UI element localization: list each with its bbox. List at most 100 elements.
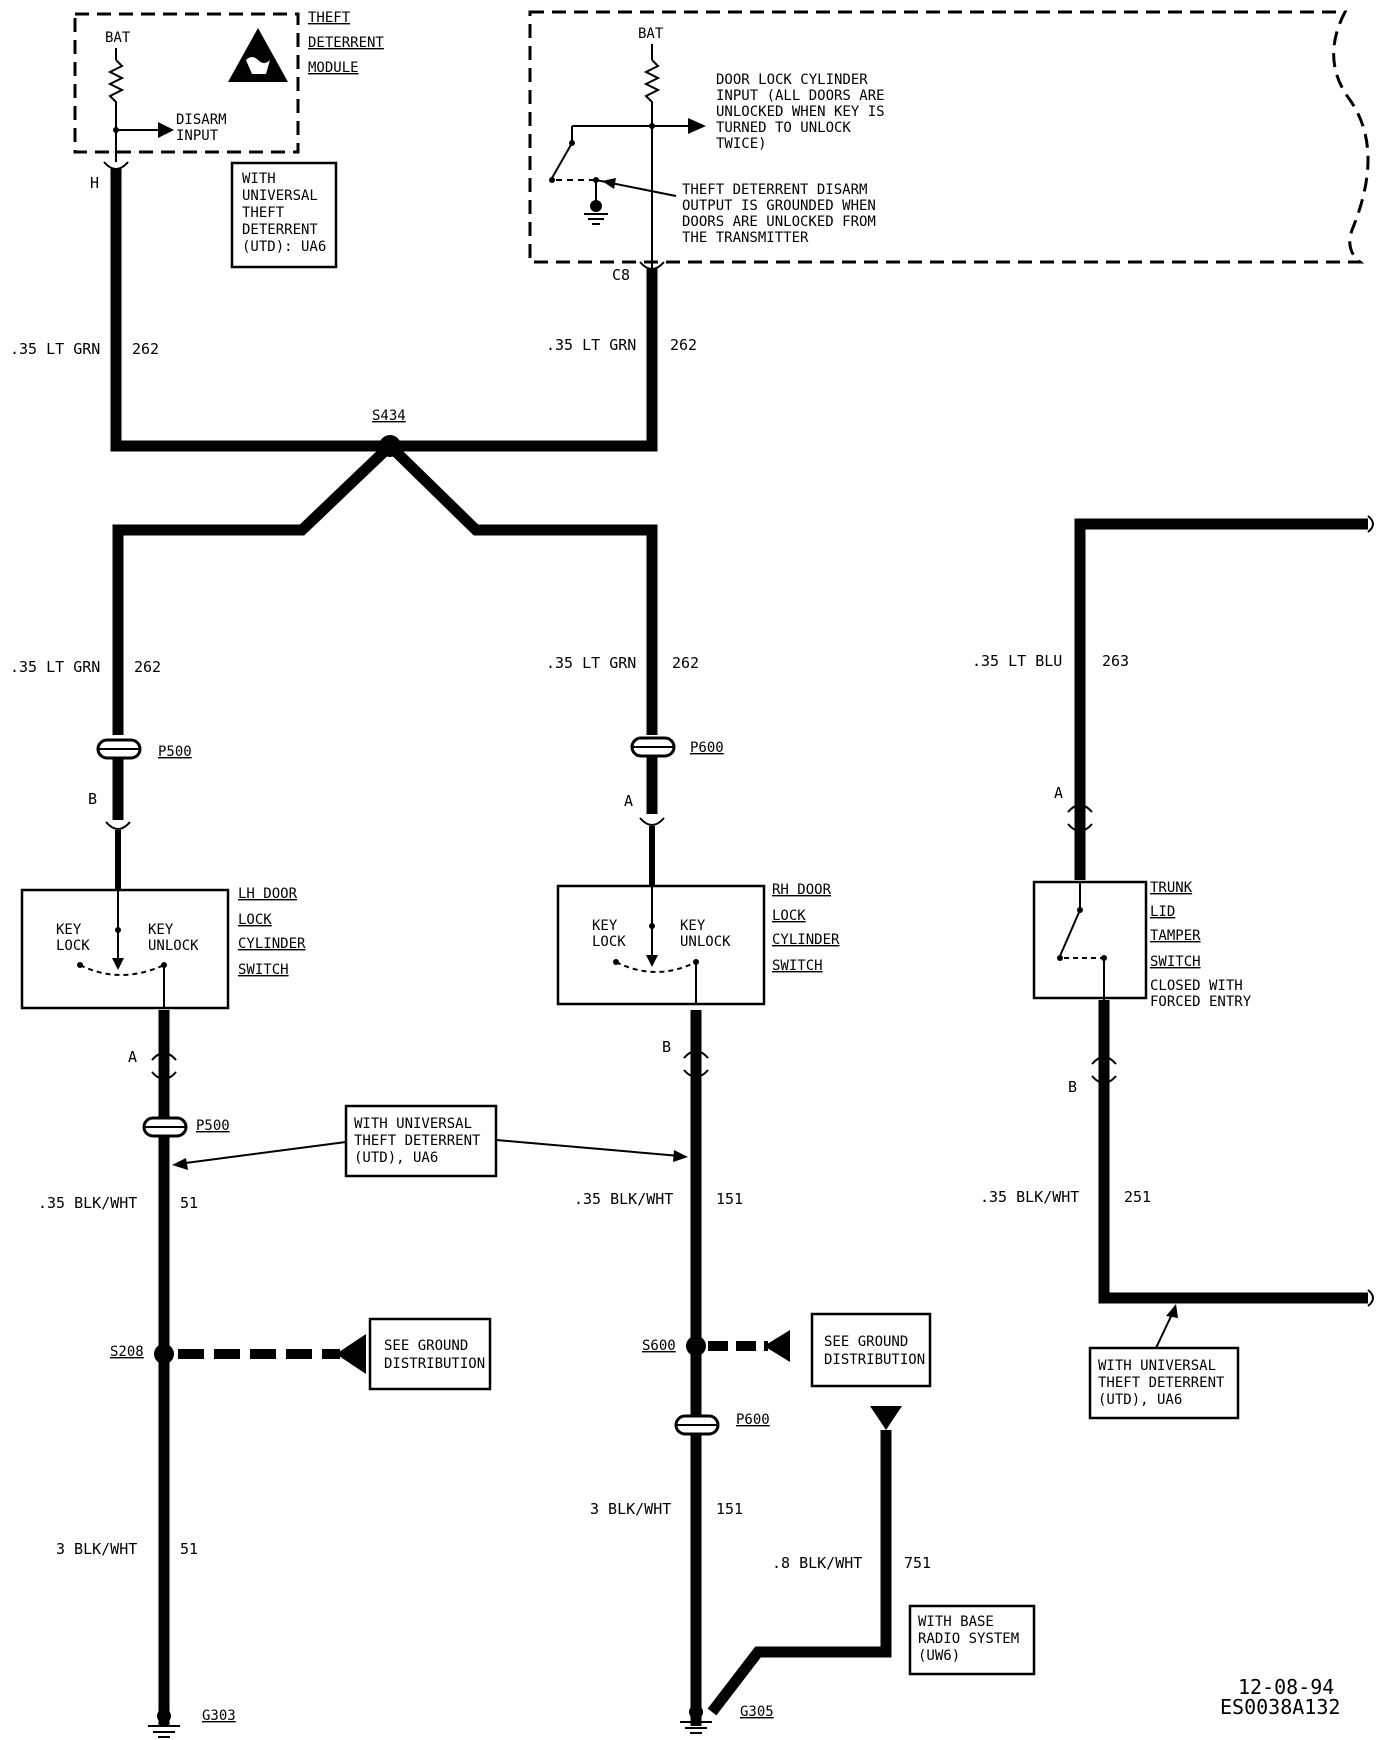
rh-switch-name-1: RH DOOR bbox=[772, 882, 832, 898]
disarm-arrow-icon bbox=[158, 122, 174, 138]
svg-text:RADIO SYSTEM: RADIO SYSTEM bbox=[918, 1631, 1019, 1647]
trunk-switch-name-1: TRUNK bbox=[1150, 880, 1193, 896]
wire-label-right-top: .35 LT BLU bbox=[972, 652, 1062, 670]
p500-pin-low: A bbox=[128, 1048, 137, 1066]
svg-text:INPUT (ALL DOORS ARE: INPUT (ALL DOORS ARE bbox=[716, 88, 885, 104]
wire-continuation-icon bbox=[1367, 1289, 1374, 1307]
trunk-pin-top: A bbox=[1054, 784, 1063, 802]
wire-circuit-mid-mid: 262 bbox=[672, 654, 699, 672]
input-arrow-icon bbox=[688, 118, 706, 134]
svg-text:LOCK: LOCK bbox=[592, 934, 626, 950]
svg-text:DOOR LOCK CYLINDER: DOOR LOCK CYLINDER bbox=[716, 72, 868, 88]
trunk-switch-note-2: FORCED ENTRY bbox=[1150, 994, 1252, 1010]
svg-text:UNLOCK: UNLOCK bbox=[680, 934, 731, 950]
arrow-left-icon bbox=[336, 1334, 366, 1374]
ground-distribution-left: SEE GROUND DISTRIBUTION bbox=[178, 1317, 492, 1391]
splice-s208 bbox=[154, 1344, 174, 1364]
svg-text:UNIVERSAL: UNIVERSAL bbox=[242, 188, 318, 204]
splice-s600-label: S600 bbox=[642, 1338, 676, 1354]
svg-text:DETERRENT: DETERRENT bbox=[242, 222, 318, 238]
splice-s434-label: S434 bbox=[372, 408, 406, 424]
p500-top-label: P500 bbox=[158, 744, 192, 760]
p500-pin-top: B bbox=[88, 790, 97, 808]
svg-text:LOCK: LOCK bbox=[56, 938, 90, 954]
theft-deterrent-module: BAT DISARM INPUT H bbox=[73, 12, 300, 192]
wire-continuation-icon bbox=[1367, 515, 1374, 533]
tdm-name-1: THEFT bbox=[308, 10, 351, 26]
wire-label-mid-bottom: 3 BLK/WHT bbox=[590, 1500, 671, 1518]
p600-pin-low: B bbox=[662, 1038, 671, 1056]
wire-label-right-low: .35 BLK/WHT bbox=[980, 1188, 1079, 1206]
rh-switch-name-3: CYLINDER bbox=[772, 932, 840, 948]
trunk-switch-name-2: LID bbox=[1150, 904, 1175, 920]
connector-p500-top bbox=[96, 738, 142, 890]
radio-note: WITH BASE RADIO SYSTEM (UW6) bbox=[908, 1604, 1036, 1676]
svg-text:UNLOCK: UNLOCK bbox=[148, 938, 199, 954]
wire-circuit-mid-top: 262 bbox=[670, 336, 697, 354]
svg-text:(UW6): (UW6) bbox=[918, 1648, 960, 1664]
p600-pin-top: A bbox=[624, 792, 633, 810]
wire-circuit-left-low: 51 bbox=[180, 1194, 198, 1212]
wire-label-left-low: .35 BLK/WHT bbox=[38, 1194, 137, 1212]
svg-text:C8: C8 bbox=[612, 266, 630, 284]
svg-text:WITH UNIVERSAL: WITH UNIVERSAL bbox=[354, 1116, 472, 1132]
wire-circuit-left-mid: 262 bbox=[134, 658, 161, 676]
ground-g303-label: G303 bbox=[202, 1708, 236, 1724]
wire-label-mid-low: .35 BLK/WHT bbox=[574, 1190, 673, 1208]
tdm-name-2: DETERRENT bbox=[308, 35, 384, 51]
svg-text:BAT: BAT bbox=[638, 26, 664, 42]
splice-s600 bbox=[686, 1336, 706, 1356]
tdm-name-3: MODULE bbox=[308, 60, 359, 76]
p500-low-label: P500 bbox=[196, 1118, 230, 1134]
svg-text:WITH BASE: WITH BASE bbox=[918, 1614, 994, 1630]
ground-g303 bbox=[148, 1709, 180, 1738]
wire-circuit-mid-low: 151 bbox=[716, 1190, 743, 1208]
arrow-left-icon bbox=[764, 1330, 790, 1362]
svg-text:(UTD), UA6: (UTD), UA6 bbox=[1098, 1392, 1182, 1408]
svg-text:KEY: KEY bbox=[56, 922, 82, 938]
svg-text:(UTD), UA6: (UTD), UA6 bbox=[354, 1150, 438, 1166]
svg-text:SEE GROUND: SEE GROUND bbox=[824, 1334, 908, 1350]
svg-text:TWICE): TWICE) bbox=[716, 136, 767, 152]
svg-text:UNLOCKED WHEN KEY IS: UNLOCKED WHEN KEY IS bbox=[716, 104, 885, 120]
radio-arrow-icon bbox=[870, 1406, 902, 1430]
ground-distribution-mid: SEE GROUND DISTRIBUTION bbox=[708, 1312, 932, 1388]
connector-p500-low bbox=[142, 1052, 188, 1138]
svg-text:(UTD): UA6: (UTD): UA6 bbox=[242, 239, 326, 255]
svg-text:WITH: WITH bbox=[242, 171, 276, 187]
svg-text:THEFT DETERRENT: THEFT DETERRENT bbox=[1098, 1375, 1225, 1391]
svg-text:THEFT: THEFT bbox=[242, 205, 285, 221]
wire-circuit-left-top: 262 bbox=[132, 340, 159, 358]
svg-text:H: H bbox=[90, 174, 99, 192]
lh-switch-name-2: LOCK bbox=[238, 912, 272, 928]
esd-warning-icon bbox=[228, 28, 288, 82]
svg-text:DOORS ARE UNLOCKED FROM: DOORS ARE UNLOCKED FROM bbox=[682, 214, 876, 230]
wire-label-mid-mid: .35 LT GRN bbox=[546, 654, 636, 672]
wire-circuit-right-low: 251 bbox=[1124, 1188, 1151, 1206]
rh-door-lock-switch: KEY LOCK KEY UNLOCK bbox=[556, 884, 766, 1006]
lh-switch-name-4: SWITCH bbox=[238, 962, 289, 978]
svg-text:TURNED TO UNLOCK: TURNED TO UNLOCK bbox=[716, 120, 851, 136]
svg-text:DISTRIBUTION: DISTRIBUTION bbox=[824, 1352, 925, 1368]
wire-label-left-bottom: 3 BLK/WHT bbox=[56, 1540, 137, 1558]
doc-date: 12-08-94 bbox=[1238, 1675, 1334, 1699]
splice-s434 bbox=[379, 435, 401, 457]
svg-text:THEFT DETERRENT: THEFT DETERRENT bbox=[354, 1133, 481, 1149]
svg-text:BAT: BAT bbox=[105, 30, 131, 46]
trunk-switch-name-4: SWITCH bbox=[1150, 954, 1201, 970]
svg-text:SEE GROUND: SEE GROUND bbox=[384, 1338, 468, 1354]
trunk-pin-low: B bbox=[1068, 1078, 1077, 1096]
wire-label-left-top: .35 LT GRN bbox=[10, 340, 100, 358]
p600-top-label: P600 bbox=[690, 740, 724, 756]
utd-note-right: WITH UNIVERSAL THEFT DETERRENT (UTD), UA… bbox=[1088, 1304, 1240, 1420]
wire-label-mid-top: .35 LT GRN bbox=[546, 336, 636, 354]
door-lock-module: BAT DOOR LOCK CYLINDER INPUT (ALL DOORS … bbox=[528, 10, 1370, 284]
trunk-switch-name-3: TAMPER bbox=[1150, 928, 1201, 944]
wire-circuit-right-top: 263 bbox=[1102, 652, 1129, 670]
rh-switch-name-4: SWITCH bbox=[772, 958, 823, 974]
utd-note-center: WITH UNIVERSAL THEFT DETERRENT (UTD), UA… bbox=[172, 1104, 688, 1178]
wire-circuit-radio: 751 bbox=[904, 1554, 931, 1572]
svg-text:DISTRIBUTION: DISTRIBUTION bbox=[384, 1356, 485, 1372]
svg-text:INPUT: INPUT bbox=[176, 128, 219, 144]
